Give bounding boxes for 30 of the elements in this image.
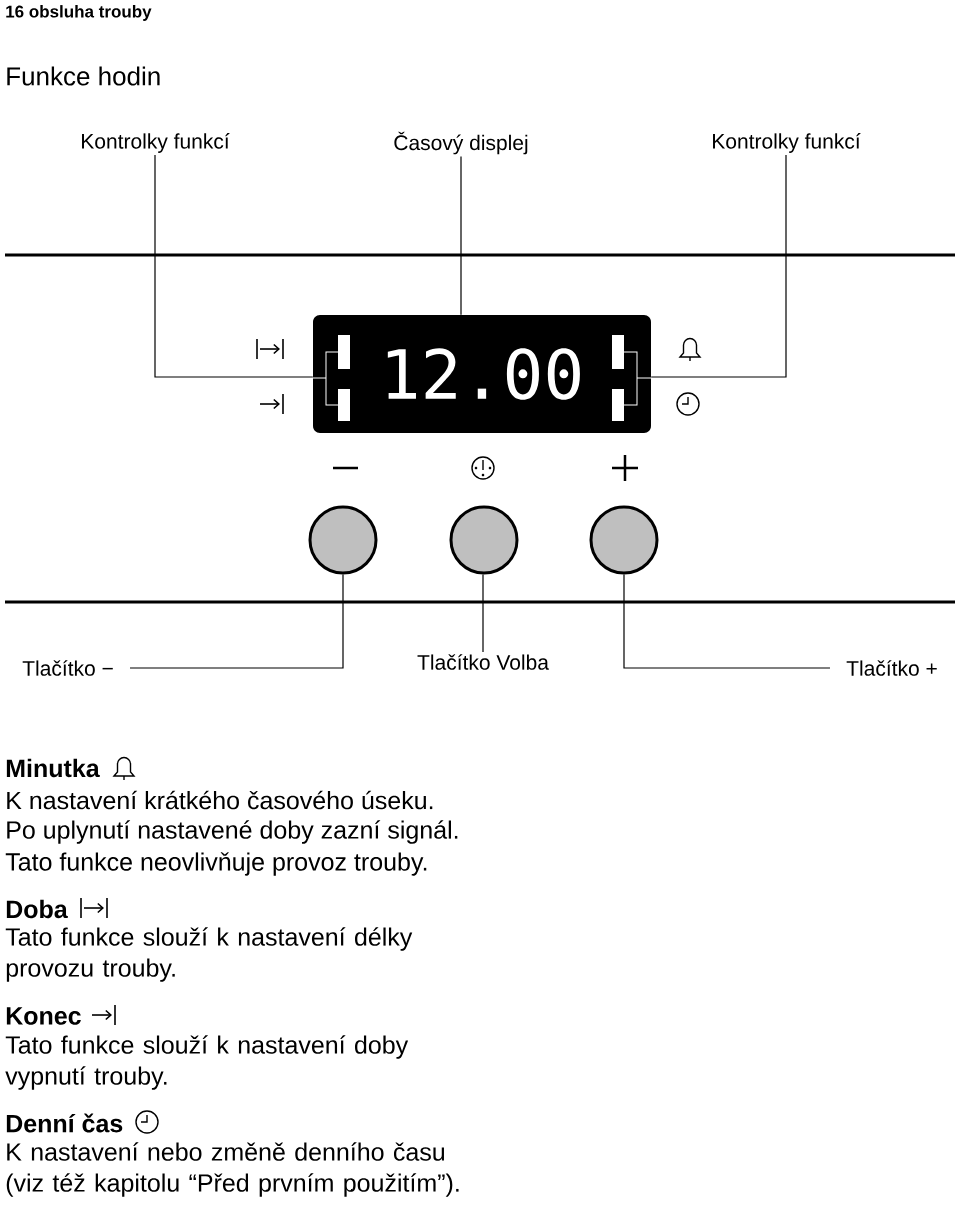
title: Funkce hodin (7, 66, 160, 86)
section-heading: Denní čas (6, 1113, 123, 1133)
round-button (449, 505, 519, 575)
time-display: 12.00 (313, 315, 651, 433)
callout-label: Tlačítko Volba (417, 654, 549, 670)
callout-label: Tlačítko + (846, 660, 937, 676)
body-text: Tato funkce slouží k nastavení doby vypnutí trouby. (5, 1035, 409, 1090)
callout-label: Časový displej (394, 131, 528, 155)
indicator-lights (312, 335, 350, 421)
round-button (308, 505, 378, 575)
page-header: 16 obsluha trouby (6, 5, 152, 21)
leader-line (129, 573, 344, 669)
body-text: K nastavení nebo změně denního času (viz též kapitolu “Před prvním použitím”). (6, 1142, 459, 1197)
section-heading: Doba (6, 899, 68, 919)
leader-line (460, 155, 462, 316)
indicator-lights (612, 335, 652, 421)
section-heading: Konec (6, 1007, 81, 1025)
body-text: Tato funkce slouží k nastavení délky provozu trouby. (5, 927, 413, 982)
round-button (589, 505, 659, 575)
leader-line (154, 154, 314, 378)
section-heading: Minutka (6, 758, 100, 778)
leader-line (650, 154, 787, 378)
leader-line (482, 573, 484, 653)
callout-label: Tlačítko − (22, 660, 113, 676)
callout-label: Kontrolky funkcí (713, 133, 861, 153)
leader-line (623, 573, 831, 669)
body-text: Tato funkce neovlivňuje provoz trouby. (5, 852, 427, 876)
callout-label: Kontrolky funkcí (82, 133, 230, 153)
body-text: Po uplynutí nastavené doby zazní signál. (7, 820, 458, 844)
body-text: K nastavení krátkého časového úseku. (7, 790, 433, 810)
